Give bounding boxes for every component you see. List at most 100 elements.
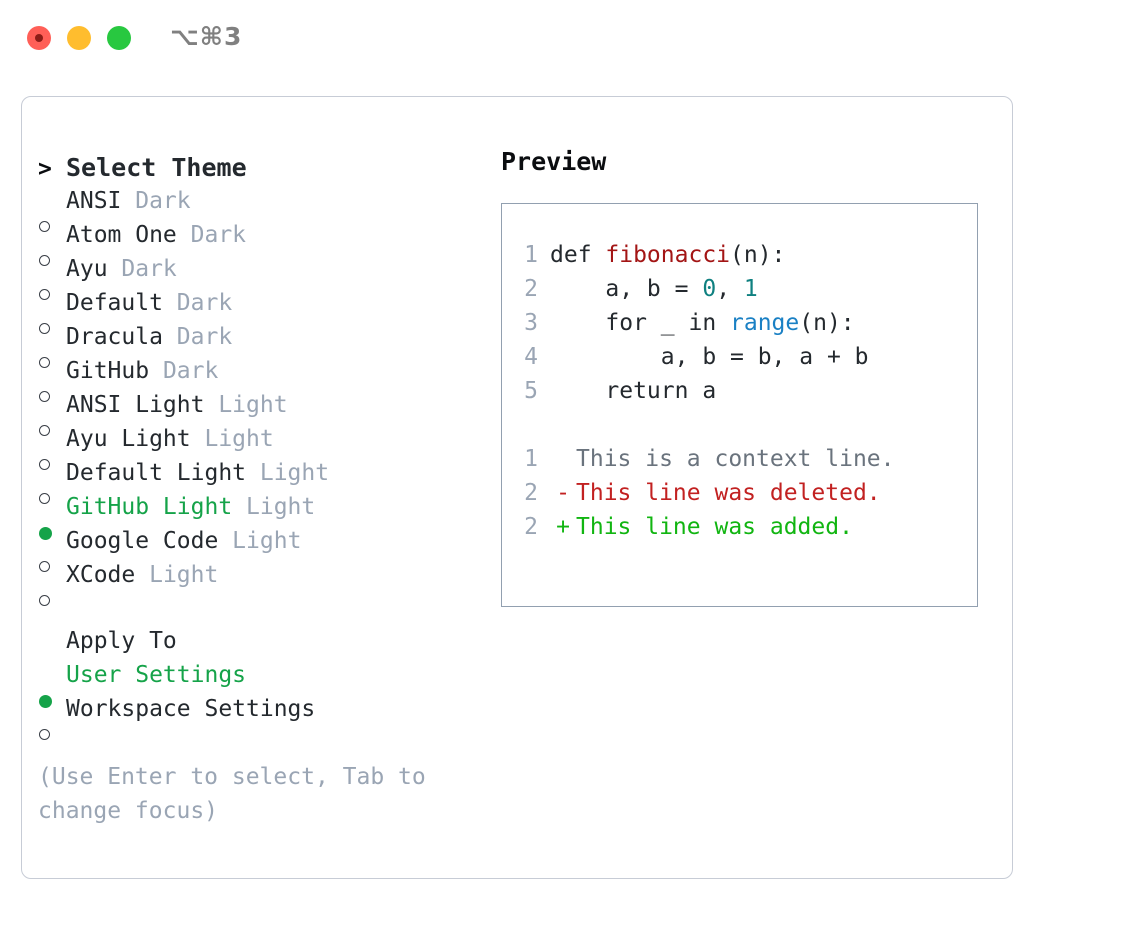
line-number: 4 — [524, 344, 538, 370]
theme-variant-label: Light — [204, 392, 288, 418]
keyboard-hint-text: (Use Enter to select, Tab to change focu… — [38, 764, 426, 824]
theme-variant-label: Dark — [121, 188, 191, 214]
theme-name-label: Default — [66, 290, 163, 316]
theme-name-label: Google Code — [66, 528, 219, 554]
code-token-kw: def — [550, 242, 606, 268]
apply-to-option-label: Workspace Settings — [66, 696, 316, 722]
code-line: 3 for _ in range(n): — [502, 310, 977, 344]
theme-list-item[interactable]: GitHub Dark — [38, 358, 468, 402]
theme-list-item[interactable]: ANSI Dark — [38, 188, 468, 232]
theme-variant-label: Dark — [162, 324, 233, 350]
code-line-text: for _ in range(n): — [550, 310, 855, 336]
apply-to-option[interactable]: Workspace Settings — [38, 696, 468, 740]
apply-to-option-label: User Settings — [66, 662, 247, 688]
code-token-plain: (n): — [799, 310, 855, 336]
code-token-plain: for _ in — [550, 310, 731, 336]
theme-name-label: ANSI Light — [66, 392, 205, 418]
prompt-caret-icon: > — [38, 156, 52, 182]
theme-list-item[interactable]: Default Light Light — [38, 460, 468, 504]
diff-line-context: 1 This is a context line. — [502, 446, 977, 480]
theme-name-label: Ayu — [66, 256, 108, 282]
apply-to-heading-label: Apply To — [66, 628, 177, 654]
close-window-button[interactable] — [27, 26, 51, 50]
line-number: 1 — [524, 446, 538, 472]
select-theme-heading: > Select Theme — [38, 152, 468, 188]
theme-list-item[interactable]: Ayu Dark — [38, 256, 468, 300]
line-number: 2 — [524, 514, 538, 540]
diff-line-text: This line was added. — [576, 514, 853, 540]
theme-variant-label: Light — [246, 460, 330, 486]
code-line-text: a, b = b, a + b — [550, 344, 869, 370]
theme-variant-label: Dark — [149, 358, 219, 384]
code-diff-separator — [502, 412, 977, 446]
title-bar: ⌥⌘3 — [0, 0, 1140, 78]
theme-variant-label: Dark — [176, 222, 247, 248]
maximize-window-button[interactable] — [107, 26, 131, 50]
theme-variant-label: Dark — [107, 256, 177, 282]
preview-heading: Preview — [501, 147, 607, 176]
apply-to-option[interactable]: User Settings — [38, 662, 468, 708]
code-token-plain: a, b = — [550, 276, 703, 302]
line-number: 2 — [524, 276, 538, 302]
theme-name-label: ANSI — [66, 188, 122, 214]
diff-marker: + — [556, 514, 570, 540]
theme-list-item[interactable]: ANSI Light Light — [38, 392, 468, 436]
theme-variant-label: Light — [135, 562, 219, 588]
code-token-plain: , — [716, 276, 744, 302]
code-token-fn: fibonacci — [605, 242, 731, 268]
section-spacer — [38, 596, 468, 628]
line-number: 1 — [524, 242, 538, 268]
code-line: 4 a, b = b, a + b — [502, 344, 977, 378]
code-line: 2 a, b = 0, 1 — [502, 276, 977, 310]
theme-list-item[interactable]: XCode Light — [38, 562, 468, 606]
keyboard-shortcut-label: ⌥⌘3 — [170, 22, 243, 51]
theme-list-item[interactable]: Ayu Light Light — [38, 426, 468, 470]
code-token-plain: return a — [550, 378, 717, 404]
theme-name-label: Atom One — [66, 222, 177, 248]
select-theme-heading-label: Select Theme — [66, 153, 247, 182]
theme-variant-label: Dark — [162, 290, 233, 316]
line-number: 2 — [524, 480, 538, 506]
diff-line-text: This line was deleted. — [576, 480, 881, 506]
code-line-text: return a — [550, 378, 716, 404]
code-token-call: range — [730, 310, 800, 336]
theme-name-label: XCode — [66, 562, 136, 588]
theme-list-item[interactable]: Dracula Dark — [38, 324, 468, 368]
theme-name-label: GitHub Light — [66, 494, 233, 520]
code-token-num: 0 — [702, 276, 717, 302]
code-line-text: a, b = 0, 1 — [550, 276, 758, 302]
code-line: 1 def fibonacci(n): — [502, 242, 977, 276]
code-token-plain: (n): — [730, 242, 786, 268]
theme-name-label: Ayu Light — [66, 426, 191, 452]
theme-variant-label: Light — [218, 528, 302, 554]
code-line-text: def fibonacci(n): — [550, 242, 785, 268]
theme-name-label: Dracula — [66, 324, 163, 350]
diff-line-text: This is a context line. — [576, 446, 895, 472]
theme-name-label: GitHub — [66, 358, 150, 384]
diff-line-add: 2 +This line was added. — [502, 514, 977, 548]
theme-list-item[interactable]: Default Dark — [38, 290, 468, 334]
theme-name-label: Default Light — [66, 460, 247, 486]
theme-list-item[interactable]: Atom One Dark — [38, 222, 468, 266]
code-token-num: 1 — [743, 276, 758, 302]
minimize-window-button[interactable] — [67, 26, 91, 50]
theme-list-item[interactable]: GitHub Light Light — [38, 494, 468, 540]
code-line: 5 return a — [502, 378, 977, 412]
theme-variant-label: Light — [190, 426, 274, 452]
theme-list-item[interactable]: Google Code Light — [38, 528, 468, 572]
line-number: 5 — [524, 378, 538, 404]
code-token-plain: a, b = b, a + b — [550, 344, 869, 370]
diff-line-del: 2-This line was deleted. — [502, 480, 977, 514]
diff-marker: - — [556, 480, 570, 506]
hint-spacer — [38, 730, 468, 760]
line-number: 3 — [524, 310, 538, 336]
diff-sample: 1 This is a context line.2-This line was… — [502, 446, 977, 548]
